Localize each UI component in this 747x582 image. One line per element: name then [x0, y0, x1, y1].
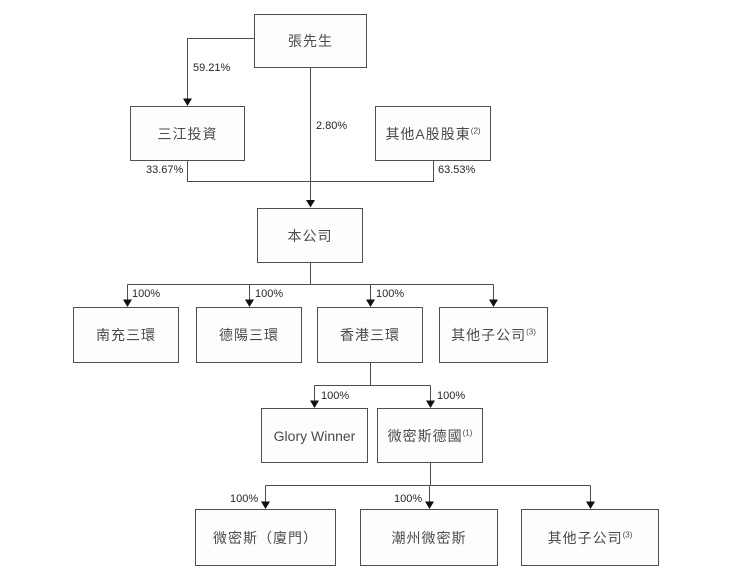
- edge-label-zhang-to-company: 2.80%: [316, 120, 348, 132]
- node-weimisi-xiamen-label: 微密斯（廈門）: [213, 529, 318, 546]
- edge-label-hk-to-germany: 100%: [437, 390, 466, 402]
- edge-label-sanjiang-to-company: 33.67%: [146, 164, 184, 176]
- edge-label-zhang-to-sanjiang: 59.21%: [193, 62, 231, 74]
- node-other-subsidiaries-bottom-label: 其他子公司(3): [547, 529, 633, 546]
- node-chaozhou-weimisi: 潮州微密斯: [360, 509, 498, 566]
- edge-label-germany-to-chaozhou: 100%: [394, 493, 423, 505]
- node-other-a-shareholders-label: 其他A股股東(2): [385, 125, 481, 142]
- arrowheads: [123, 98, 595, 509]
- edge-label-hk-to-glory: 100%: [321, 390, 350, 402]
- edge-label-company-to-nanchong: 100%: [132, 288, 161, 300]
- node-other-a-shareholders: 其他A股股東(2): [375, 106, 491, 161]
- edge-label-other-a-to-company: 63.53%: [438, 164, 476, 176]
- node-weimisi-xiamen: 微密斯（廈門）: [195, 509, 336, 566]
- node-weimisi-germany-label: 微密斯德國(1): [387, 427, 473, 444]
- node-other-subsidiaries-mid-label: 其他子公司(3): [451, 327, 536, 343]
- node-hongkong-label: 香港三環: [340, 327, 400, 343]
- node-sanjiang-investment: 三江投資: [130, 106, 245, 161]
- node-mr-zhang: 張先生: [254, 14, 367, 68]
- node-the-company: 本公司: [257, 208, 363, 263]
- node-nanchong-sanhuan: 南充三環: [73, 307, 179, 363]
- node-chaozhou-weimisi-label: 潮州微密斯: [391, 529, 467, 546]
- node-mr-zhang-label: 張先生: [288, 33, 333, 49]
- node-glory-winner-label: Glory Winner: [273, 427, 356, 444]
- edge-label-germany-to-xiamen: 100%: [230, 493, 259, 505]
- edge-label-company-to-hongkong: 100%: [376, 288, 405, 300]
- node-nanchong-label: 南充三環: [96, 327, 156, 343]
- node-hongkong-sanhuan: 香港三環: [317, 307, 423, 363]
- node-the-company-label: 本公司: [287, 227, 333, 244]
- node-glory-winner: Glory Winner: [261, 408, 368, 463]
- edge-label-company-to-deyang: 100%: [255, 288, 284, 300]
- node-other-subsidiaries-bottom: 其他子公司(3): [521, 509, 659, 566]
- node-deyang-label: 德陽三環: [219, 327, 279, 343]
- node-sanjiang-label: 三江投資: [157, 125, 218, 142]
- node-deyang-sanhuan: 德陽三環: [196, 307, 302, 363]
- node-weimisi-germany: 微密斯德國(1): [377, 408, 483, 463]
- node-other-subsidiaries-mid: 其他子公司(3): [439, 307, 548, 363]
